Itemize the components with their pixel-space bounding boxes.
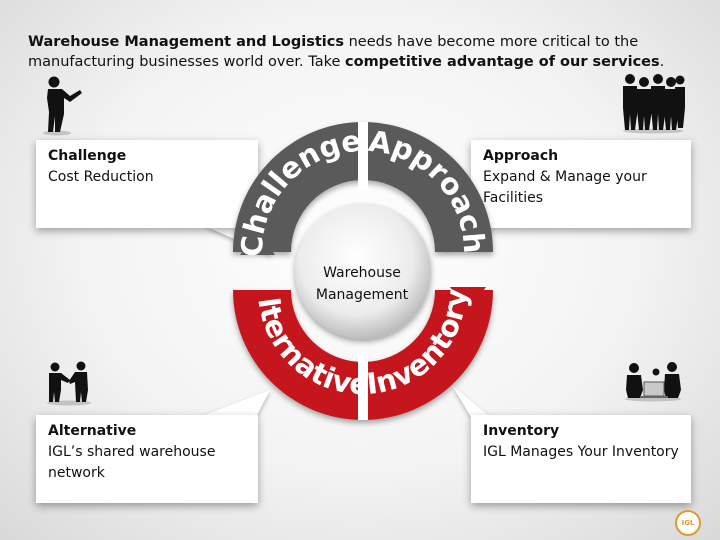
challenge-body: Cost Reduction — [48, 169, 154, 185]
intro-bold-1: Warehouse Management and Logistics — [28, 34, 344, 50]
challenge-title: Challenge — [48, 148, 127, 164]
inventory-title: Inventory — [483, 423, 560, 439]
business-team-icon — [623, 74, 685, 134]
cycle-top-band — [233, 122, 493, 252]
igl-logo: IGL — [675, 510, 701, 536]
tail-bottom-left — [200, 390, 270, 417]
meeting-laptop-icon — [625, 362, 681, 402]
intro-normal-2: . — [659, 54, 665, 70]
presenter-figure-icon — [43, 76, 82, 136]
inventory-callout: Inventory IGL Manages Your Inventory — [471, 415, 691, 503]
arrow-right — [450, 287, 486, 312]
inventory-body: IGL Manages Your Inventory — [483, 444, 679, 460]
handshake-icon — [47, 361, 91, 406]
intro-text: Warehouse Management and Logistics needs… — [28, 32, 668, 72]
cycle-bottom-band — [233, 290, 493, 420]
alternative-body: IGL’s shared warehouse network — [48, 444, 216, 481]
segment-alternative: Alternative — [0, 0, 369, 401]
tail-bottom-right — [452, 385, 490, 417]
approach-title: Approach — [483, 148, 559, 164]
arrow-left — [240, 230, 275, 255]
alternative-callout: Alternative IGL’s shared warehouse netwo… — [36, 415, 258, 503]
center-circle — [295, 203, 431, 339]
intro-bold-2: competitive advantage of our services — [345, 54, 660, 70]
approach-callout: Approach Expand & Manage your Facilities — [471, 140, 691, 228]
alternative-title: Alternative — [48, 423, 137, 439]
approach-body: Expand & Manage your Facilities — [483, 169, 647, 206]
center-label: Warehouse Management — [315, 265, 409, 303]
intro-normal-1: needs have become more critical to the m… — [28, 34, 639, 70]
challenge-callout: Challenge Cost Reduction — [36, 140, 258, 228]
